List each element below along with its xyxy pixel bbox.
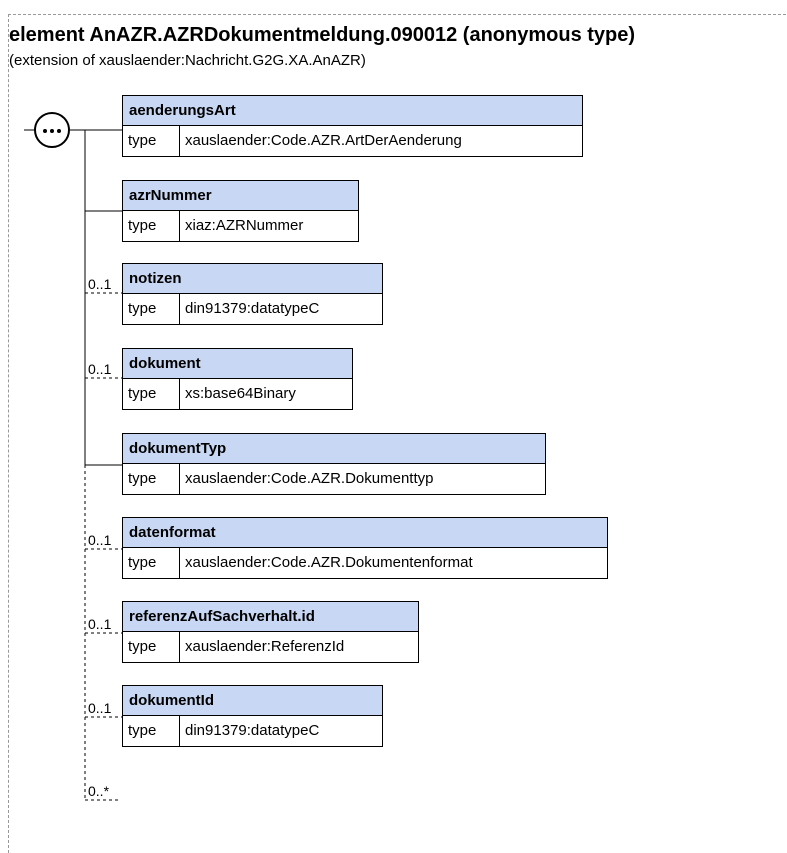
element-box-referenzaufsachverhalt-id[interactable]: referenzAufSachverhalt.id type xauslaend… (122, 601, 419, 663)
element-box-dokument[interactable]: dokument type xs:base64Binary (122, 348, 353, 410)
element-name: azrNummer (123, 181, 358, 211)
element-box-notizen[interactable]: notizen type din91379:datatypeC (122, 263, 383, 325)
type-label: type (123, 211, 180, 242)
element-name: referenzAufSachverhalt.id (123, 602, 418, 632)
diagram-title: element AnAZR.AZRDokumentmeldung.090012 … (9, 24, 636, 46)
sequence-cardinality-label: 0..* (88, 783, 110, 799)
diagram-frame (8, 14, 786, 853)
sequence-dot (43, 129, 47, 133)
type-label: type (123, 716, 180, 747)
type-value: xauslaender:Code.AZR.Dokumenttyp (185, 470, 434, 487)
type-value: xiaz:AZRNummer (185, 217, 304, 234)
type-value: xauslaender:Code.AZR.Dokumentenformat (185, 554, 473, 571)
type-label: type (123, 294, 180, 325)
element-name: notizen (123, 264, 382, 294)
element-box-azrnummer[interactable]: azrNummer type xiaz:AZRNummer (122, 180, 359, 242)
type-label: type (123, 548, 180, 579)
element-box-dokumenttyp[interactable]: dokumentTyp type xauslaender:Code.AZR.Do… (122, 433, 546, 495)
cardinality-label: 0..1 (88, 616, 112, 632)
element-name: dokumentId (123, 686, 382, 716)
sequence-dot (50, 129, 54, 133)
cardinality-label: 0..1 (88, 276, 112, 292)
type-label: type (123, 464, 180, 495)
cardinality-label: 0..1 (88, 532, 112, 548)
cardinality-label: 0..1 (88, 361, 112, 377)
type-label: type (123, 632, 180, 663)
element-box-dokumentid[interactable]: dokumentId type din91379:datatypeC (122, 685, 383, 747)
type-label: type (123, 126, 180, 157)
type-value: xauslaender:Code.AZR.ArtDerAenderung (185, 132, 462, 149)
element-name: aenderungsArt (123, 96, 582, 126)
element-box-aenderungsart[interactable]: aenderungsArt type xauslaender:Code.AZR.… (122, 95, 583, 157)
type-label: type (123, 379, 180, 410)
type-value: xs:base64Binary (185, 385, 296, 402)
sequence-dot (57, 129, 61, 133)
element-name: datenformat (123, 518, 607, 548)
element-name: dokumentTyp (123, 434, 545, 464)
element-box-datenformat[interactable]: datenformat type xauslaender:Code.AZR.Do… (122, 517, 608, 579)
cardinality-label: 0..1 (88, 700, 112, 716)
type-value: din91379:datatypeC (185, 722, 320, 739)
type-value: xauslaender:ReferenzId (185, 638, 345, 655)
sequence-compositor-icon (34, 112, 70, 148)
element-name: dokument (123, 349, 352, 379)
diagram-subtitle: (extension of xauslaender:Nachricht.G2G.… (9, 52, 366, 69)
type-value: din91379:datatypeC (185, 300, 320, 317)
